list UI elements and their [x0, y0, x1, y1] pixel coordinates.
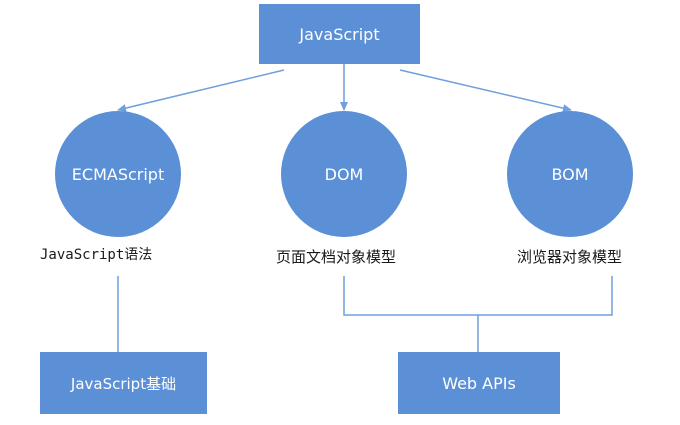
node-bom-label: BOM — [551, 164, 589, 184]
node-bom: BOM — [507, 111, 633, 237]
connector-dom-bom-to-webapis — [343, 276, 613, 352]
leaf-web-apis-label: Web APIs — [442, 373, 516, 393]
leaf-javascript-basics-label: JavaScript基础 — [70, 374, 177, 393]
arrow-root-to-ecmascript — [117, 69, 285, 113]
caption-ecmascript: JavaScript语法 — [40, 247, 153, 263]
node-dom: DOM — [281, 111, 407, 237]
node-ecmascript: ECMAScript — [55, 111, 181, 237]
root-node-javascript: JavaScript — [259, 4, 420, 64]
node-dom-label: DOM — [324, 164, 364, 184]
caption-dom: 页面文档对象模型 — [276, 248, 397, 266]
leaf-javascript-basics: JavaScript基础 — [40, 352, 207, 414]
node-ecmascript-label: ECMAScript — [71, 164, 165, 184]
root-node-label: JavaScript — [299, 24, 380, 44]
leaf-web-apis: Web APIs — [398, 352, 560, 414]
arrow-root-to-bom — [399, 69, 572, 113]
caption-bom: 浏览器对象模型 — [517, 248, 623, 266]
